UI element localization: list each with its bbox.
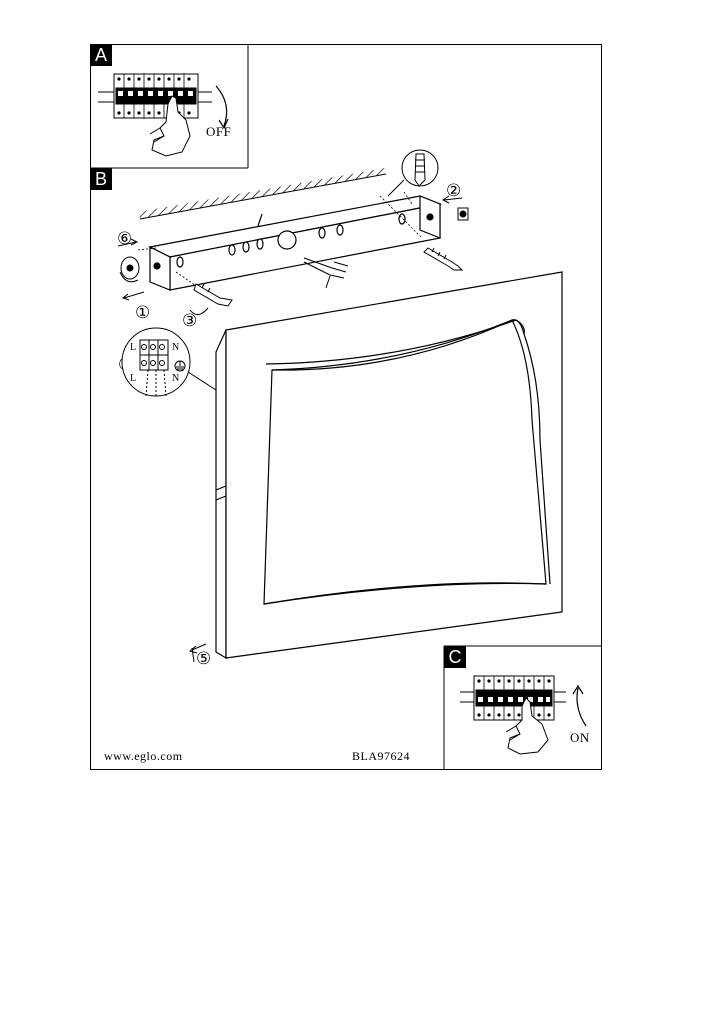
- step-6-label: ⑥: [117, 229, 132, 248]
- panel-a-badge: A: [90, 44, 112, 66]
- terminal-label-n-top: N: [172, 342, 179, 353]
- nut-icon: [119, 256, 140, 283]
- screw-icon: [423, 247, 464, 271]
- step-arrows: [117, 195, 463, 663]
- terminal-label-l-bottom: L: [130, 373, 136, 384]
- website-link[interactable]: www.eglo.com: [104, 749, 183, 763]
- nut-icon: [457, 207, 469, 221]
- step-2-label: ②: [446, 181, 461, 200]
- switch-on-label: ON: [570, 730, 590, 745]
- switch-on-arrow-icon: [572, 684, 587, 727]
- step-5-label: ⑤: [196, 649, 211, 668]
- switch-off-arrow-icon: [215, 85, 229, 130]
- supply-cable: [303, 257, 349, 289]
- wall-ceiling-hatch: [138, 168, 387, 220]
- panel-a-box: [90, 44, 249, 169]
- terminal-label-n-bottom: N: [172, 373, 179, 384]
- hand-icon: [505, 697, 549, 755]
- switch-off-label: OFF: [206, 124, 232, 139]
- panel-c-badge: C: [444, 646, 466, 668]
- page-frame: [90, 44, 602, 770]
- mounting-bracket: [148, 195, 443, 291]
- step-3-label: ③: [182, 311, 197, 330]
- terminal-label-l-top: L: [130, 342, 136, 353]
- breaker-panel-on: [460, 675, 566, 721]
- hand-icon: [149, 95, 191, 157]
- step-1-label: ①: [135, 303, 150, 322]
- model-number: BLA97624: [352, 749, 410, 763]
- screw-icon: [193, 283, 233, 307]
- breaker-panel-off: [98, 73, 212, 119]
- ground-symbol-icon: [174, 360, 186, 372]
- wall-lamp: [215, 271, 563, 660]
- dashed-guides: [137, 191, 423, 299]
- terminal-block-detail: [121, 327, 217, 397]
- wall-plug-detail: [387, 149, 439, 197]
- terminal-labels: L N L N: [130, 342, 179, 384]
- panel-b-badge: B: [90, 168, 112, 190]
